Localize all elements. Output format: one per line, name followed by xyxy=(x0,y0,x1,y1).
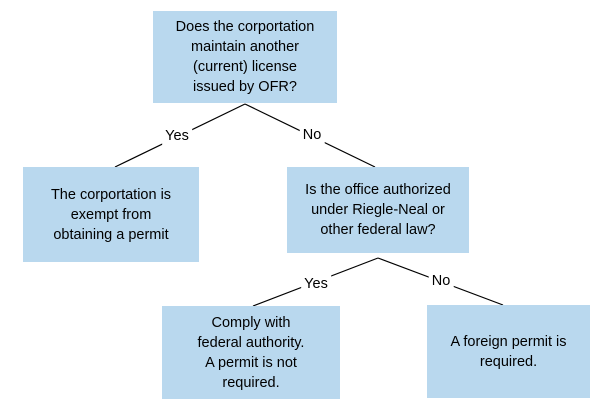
node-exempt-outcome: The corportation is exempt from obtainin… xyxy=(23,167,199,262)
edge-label-authorized-yes: Yes xyxy=(301,275,331,293)
node-authorized-question: Is the office authorized under Riegle-Ne… xyxy=(287,167,469,253)
node-root-question: Does the corportation maintain another (… xyxy=(153,11,337,103)
node-comply-outcome: Comply with federal authority. A permit … xyxy=(162,306,340,399)
node-foreign-permit-outcome: A foreign permit is required. xyxy=(427,305,590,398)
edge-label-root-no: No xyxy=(299,126,325,144)
edge-label-root-yes: Yes xyxy=(162,127,192,145)
edge-label-authorized-no: No xyxy=(428,272,454,290)
